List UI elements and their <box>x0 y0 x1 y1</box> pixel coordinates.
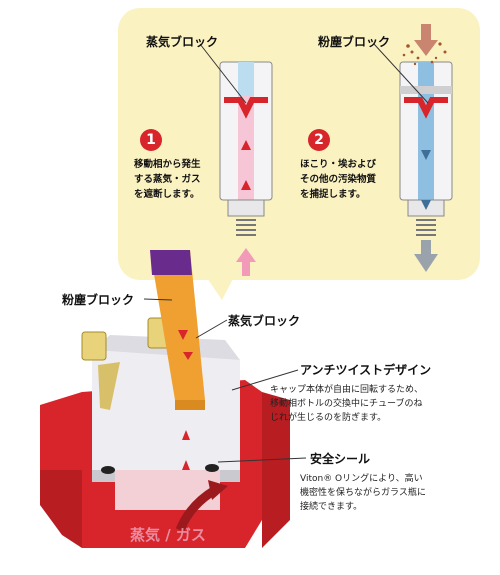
dust-block-label: 粉塵ブロック <box>62 293 135 307</box>
vapor-block-detail <box>219 61 273 276</box>
vapor-gas-label: 蒸気 / ガス <box>130 526 206 544</box>
anti-twist-title: アンチツイストデザイン <box>300 363 432 377</box>
anti-twist-description: キャップ本体が自由に回転するため、 移動相ボトルの交換中にチューブのね じれが生… <box>270 385 424 423</box>
dust-filter <box>150 250 192 275</box>
safety-seal-description: Viton® Oリングにより、高い 機密性を保ちながらガラス瓶に 接続できます。 <box>300 474 426 512</box>
step-1-description: 移動相から発生 する蒸気・ガス を遮断します。 <box>134 159 201 200</box>
dust-down-arrow <box>414 254 438 272</box>
dust-block-detail <box>399 24 453 272</box>
vapor-up-arrow <box>236 248 256 262</box>
callout-dust-block-title: 粉塵ブロック <box>318 35 391 49</box>
step-2-badge: 2 <box>308 129 330 151</box>
vapor-block-seal <box>224 97 268 119</box>
safety-seal-title: 安全シール <box>310 452 371 466</box>
dust-particles <box>402 42 447 66</box>
callout-vapor-block-title: 蒸気ブロック <box>146 35 219 49</box>
step-2-description: ほこり・埃および その他の汚染物質 を捕捉します。 <box>300 159 377 200</box>
callout-pointer <box>205 275 235 300</box>
cap-cutaway <box>40 250 290 548</box>
vapor-block-label: 蒸気ブロック <box>228 314 301 328</box>
dust-block-seal <box>404 97 448 119</box>
vapor-gas-arrow <box>208 480 228 500</box>
step-1-badge: 1 <box>140 129 162 151</box>
